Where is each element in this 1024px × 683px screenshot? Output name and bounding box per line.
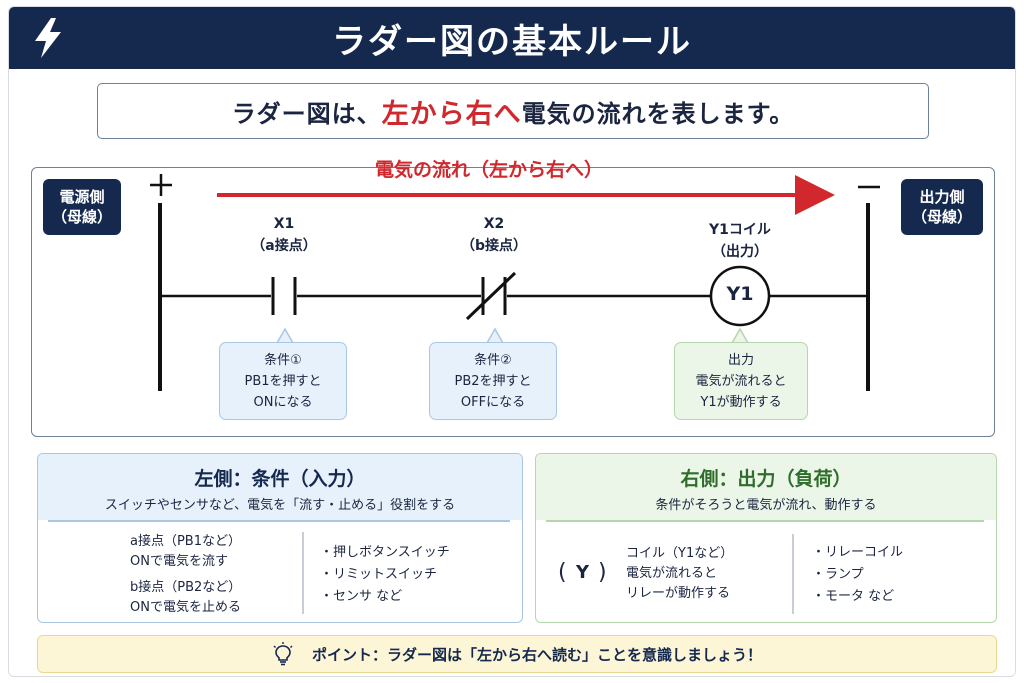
- input-examples-list: ・押しボタンスイッチ ・リミットスイッチ ・センサ など: [320, 542, 450, 608]
- right-rail-name: 出力側: [919, 188, 965, 206]
- output-panel-vdivider: [792, 534, 794, 614]
- x2-label: X2 （b接点）: [449, 213, 539, 257]
- input-example-item: ・押しボタンスイッチ: [320, 545, 450, 560]
- input-panel-vdivider: [302, 532, 304, 614]
- b-contact-line-1: b接点（PB2など）: [130, 580, 242, 595]
- lightning-bolt-icon: [35, 18, 61, 58]
- coil-desc-line-2: 電気が流れると: [626, 566, 718, 581]
- x2-contact-slash: [465, 271, 517, 321]
- lead-suffix: 電気の流れを表します。: [521, 99, 795, 128]
- x1-label: X1 （a接点）: [239, 213, 329, 257]
- input-panel-divider: [48, 520, 510, 522]
- x1-bubble-line-2: PB1を押すと: [244, 374, 322, 389]
- input-example-item: ・リミットスイッチ: [320, 567, 438, 582]
- x2-bubble-line-2: PB2を押すと: [454, 374, 532, 389]
- x2-id: X2: [483, 216, 505, 232]
- left-rail-name: 電源側: [59, 188, 105, 206]
- y1-label: Y1コイル （出力）: [685, 219, 795, 263]
- coil-symbol-close-paren: ): [598, 560, 607, 585]
- page-title: ラダー図の基本ルール: [332, 21, 692, 62]
- point-banner: ポイント：ラダー図は「左から右へ読む」ことを意識しましょう！: [37, 635, 997, 673]
- x2-condition-bubble: 条件② PB2を押すと OFFになる: [429, 342, 557, 420]
- header-bar: ラダー図の基本ルール: [9, 7, 1015, 69]
- x2-bubble-line-3: OFFになる: [460, 395, 526, 410]
- lightbulb-icon: [273, 642, 293, 666]
- flow-label: 電気の流れ（左から右へ）: [374, 159, 603, 181]
- right-rail-tag: 出力側 （母線）: [901, 179, 983, 235]
- coil-desc: コイル（Y1など） 電気が流れると リレーが動作する: [626, 544, 733, 604]
- x1-bubble-line-1: 条件①: [264, 353, 302, 368]
- input-panel-subtitle: スイッチやセンサなど、電気を「流す・止める」役割をする: [104, 498, 456, 513]
- output-panel: 右側：出力（負荷） 条件がそろうと電気が流れ、動作する ( Y ) コイル（Y1…: [535, 453, 997, 623]
- coil-desc-line-1: コイル（Y1など）: [626, 546, 734, 561]
- y1-bubble-line-2: 電気が流れると: [695, 374, 787, 389]
- x1-bubble-line-3: ONになる: [253, 395, 313, 410]
- coil-desc-line-3: リレーが動作する: [626, 586, 731, 601]
- left-rail-sub: （母線）: [51, 208, 112, 226]
- y1-bubble-line-1: 出力: [727, 353, 754, 368]
- a-contact-line-2: ONで電気を流す: [130, 554, 228, 569]
- x2-type: （b接点）: [460, 238, 528, 254]
- left-rail-tag: 電源側 （母線）: [43, 179, 121, 235]
- right-rail-sub: （母線）: [911, 208, 972, 226]
- y1-id: Y1コイル: [709, 222, 771, 238]
- output-example-item: ・リレーコイル: [812, 545, 904, 560]
- lead-statement: ラダー図は、 左から右へ 電気の流れを表します。: [97, 83, 929, 139]
- y1-output-bubble: 出力 電気が流れると Y1が動作する: [674, 342, 808, 420]
- x2-bubble-line-1: 条件②: [474, 353, 512, 368]
- y1-coil-symbol: Y1: [726, 283, 754, 305]
- output-panel-title: 右側：出力（負荷）: [680, 468, 852, 490]
- y1-type: （出力）: [712, 244, 768, 260]
- a-contact-desc: a接点（PB1など） ONで電気を流す: [130, 532, 241, 572]
- lead-prefix: ラダー図は、: [231, 99, 382, 128]
- input-panel-header: [38, 454, 522, 520]
- x1-type: （a接点）: [251, 238, 317, 254]
- input-panel-title: 左側：条件（入力）: [194, 468, 366, 490]
- page-card: ラダー図の基本ルール ラダー図は、 左から右へ 電気の流れを表します。: [8, 6, 1016, 677]
- output-panel-subtitle: 条件がそろうと電気が流れ、動作する: [655, 498, 877, 513]
- lead-highlight: 左から右へ: [381, 98, 522, 130]
- output-example-item: ・モータ など: [812, 589, 895, 604]
- bubble-3-pointer: [731, 327, 749, 344]
- bubble-2-pointer: [486, 327, 504, 344]
- x1-condition-bubble: 条件① PB1を押すと ONになる: [219, 342, 347, 420]
- coil-symbol-letter: Y: [576, 562, 590, 583]
- output-panel-divider: [546, 520, 984, 522]
- output-panel-header: [536, 454, 996, 520]
- x1-id: X1: [273, 216, 295, 232]
- y1-bubble-line-3: Y1が動作する: [700, 395, 782, 410]
- bubble-1-pointer: [276, 327, 294, 344]
- a-contact-line-1: a接点（PB1など）: [130, 534, 241, 549]
- output-example-item: ・ランプ: [812, 567, 864, 582]
- output-examples-list: ・リレーコイル ・ランプ ・モータ など: [812, 542, 903, 608]
- input-example-item: ・センサ など: [320, 589, 403, 604]
- point-text: ポイント：ラダー図は「左から右へ読む」ことを意識しましょう！: [311, 645, 762, 664]
- ladder-diagram-frame: [31, 167, 995, 437]
- b-contact-line-2: ONで電気を止める: [130, 600, 241, 615]
- coil-symbol-open-paren: (: [558, 560, 567, 585]
- b-contact-desc: b接点（PB2など） ONで電気を止める: [130, 578, 241, 618]
- input-panel: 左側：条件（入力） スイッチやセンサなど、電気を「流す・止める」役割をする a接…: [37, 453, 523, 623]
